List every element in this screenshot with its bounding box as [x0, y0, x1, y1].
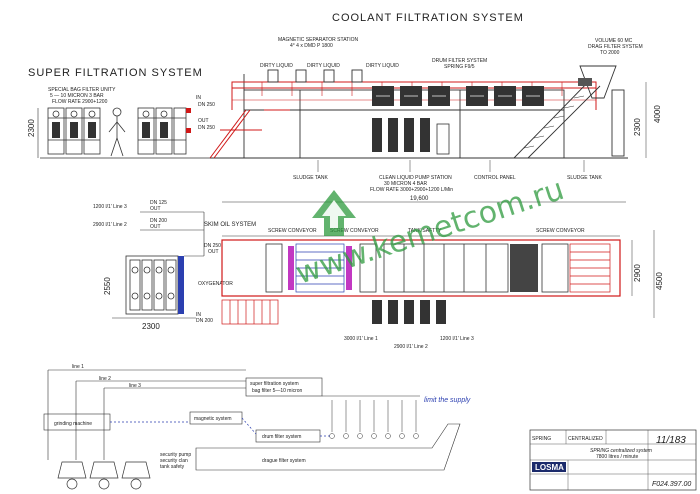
plan-2900-dim: 2900 [633, 264, 642, 282]
dirty-liquid-2: DIRTY LIQUID [307, 63, 340, 69]
person-icon [108, 107, 126, 157]
sludge-tank-right: SLUDGE TANK [567, 175, 602, 181]
out-label-2: OUT [150, 224, 161, 230]
title-block: SPRING CENTRALIZED 11/183 SPRING central… [529, 429, 697, 491]
clean-label-3: FLOW RATE 3000+2900+1200 L/Min [370, 187, 453, 193]
bag-filter-label-2: 5 — 10 MICRON 3 BAR [50, 93, 104, 99]
screw-conveyor-left: SCREW CONVEYOR [268, 228, 317, 234]
desc-line-2: 7800 litres / minute [596, 454, 638, 460]
dn125-label: DN 125 [150, 200, 167, 206]
plan-4500-dim: 4500 [655, 272, 664, 290]
skim-oil-label: SKIM OIL SYSTEM [204, 222, 256, 228]
plan-line2-label: 2900 l/1' Line 2 [93, 222, 127, 228]
super-title: SUPER FILTRATION SYSTEM [28, 67, 203, 79]
limit-label: limit the supply [424, 397, 471, 404]
control-panel-label: CONTROL PANEL [474, 175, 516, 181]
magnetic-label-1: MAGNETIC SEPARATOR STATION [278, 37, 358, 43]
drum-label-2: SPRING F9/5 [444, 64, 475, 70]
drague-label: drague filter system [262, 458, 306, 464]
dn250-in-label: DN 250 [198, 102, 215, 108]
schematic-line3: line 3 [129, 383, 141, 389]
magnetic-label-2: 4° 4 x DMD P 1800 [290, 43, 333, 49]
sludge-tank-left: SLUDGE TANK [293, 175, 328, 181]
title-cell-a: SPRING [532, 436, 551, 442]
plan-line2b-label: 2900 l/1' Line 2 [394, 344, 428, 350]
flow-schematic: line 1 line 2 line 3 [43, 364, 471, 490]
dn200-label: DN 200 [150, 218, 167, 224]
height-2300-dim: 2300 [633, 118, 642, 136]
bag-filter-label-1: SPECIAL BAG FILTER UNITY [48, 87, 116, 93]
schematic-line1: line 1 [72, 364, 84, 370]
out-label-3: OUT [208, 249, 219, 255]
title-cell-b: CENTRALIZED [568, 436, 603, 442]
out-label: OUT [198, 118, 209, 124]
super-height-dim: 2300 [27, 119, 36, 137]
plan-view: 1200 l/1' Line 3 2900 l/1' Line 2 DN 125… [93, 200, 664, 350]
volume-label-2: DRAG FILTER SYSTEM [588, 44, 643, 50]
dn250-label: DN 250 [204, 243, 221, 249]
elevation-width-dim: 19,600 [410, 196, 429, 202]
dirty-liquid-3: DIRTY LIQUID [366, 63, 399, 69]
screw-conveyor-right: SCREW CONVEYOR [536, 228, 585, 234]
super-box-label-2: bag filter 5—10 micron [252, 388, 303, 394]
height-4000-dim: 4000 [653, 105, 662, 123]
bag-filter-label-3: FLOW RATE 2900+1200 [52, 99, 108, 105]
clean-label-1: CLEAN LIQUID PUMP STATION [379, 175, 452, 181]
in-label: IN [196, 95, 201, 101]
plan-line3-label: 1200 l/1' Line 3 [93, 204, 127, 210]
tank-safety-label: TANK SAFTTY [408, 228, 442, 234]
dn250-out-label: DN 250 [198, 125, 215, 131]
plan-height-dim: 2550 [103, 277, 112, 295]
oxygenator-label: OXYGENATOR [198, 281, 233, 287]
grinding-label: grinding machine [54, 421, 92, 427]
watermark-logo-icon [312, 190, 356, 236]
dirty-liquid-1: DIRTY LIQUID [260, 63, 293, 69]
drum-box-label: drum filter system [262, 434, 301, 440]
magnetic-box-label: magnetic system [194, 416, 232, 422]
clean-label-2: 30 MICRON 4 BAR [384, 181, 427, 187]
grinding-machine-icons [57, 461, 151, 490]
volume-label-1: VOLUME 60 MC [595, 38, 633, 44]
security-label-2: security clan [160, 458, 188, 464]
drum-label-1: DRUM FILTER SYSTEM [432, 58, 487, 64]
sheet-number: 11/183 [656, 435, 686, 446]
drawing-code: F024.397.00 [652, 481, 691, 488]
schematic-line2: line 2 [99, 376, 111, 382]
screw-conveyor-mid: SCREW CONVEYOR [330, 228, 379, 234]
plan-width-dim: 2300 [142, 322, 160, 331]
volume-label-3: TO 2000 [600, 50, 620, 56]
super-box-label-1: super filtration system [250, 381, 299, 387]
plan-line3b-label: 1200 l/1' Line 3 [440, 336, 474, 342]
plan-line1-label: 3000 l/1' Line 1 [344, 336, 378, 342]
brand-logo: LOSMA [535, 463, 564, 472]
super-filtration-elevation: SPECIAL BAG FILTER UNITY 5 — 10 MICRON 3… [27, 87, 216, 159]
coolant-title: COOLANT FILTRATION SYSTEM [332, 12, 524, 24]
security-label-3: tank safety [160, 464, 185, 470]
out-label-1: OUT [150, 206, 161, 212]
desc-line-1: SPRING centralized system [590, 448, 652, 454]
dn200-in-label: DN 200 [196, 318, 213, 324]
in-label-plan: IN [196, 312, 201, 318]
coolant-elevation: MAGNETIC SEPARATOR STATION 4° 4 x DMD P … [209, 37, 662, 203]
security-label-1: security pump [160, 452, 191, 458]
